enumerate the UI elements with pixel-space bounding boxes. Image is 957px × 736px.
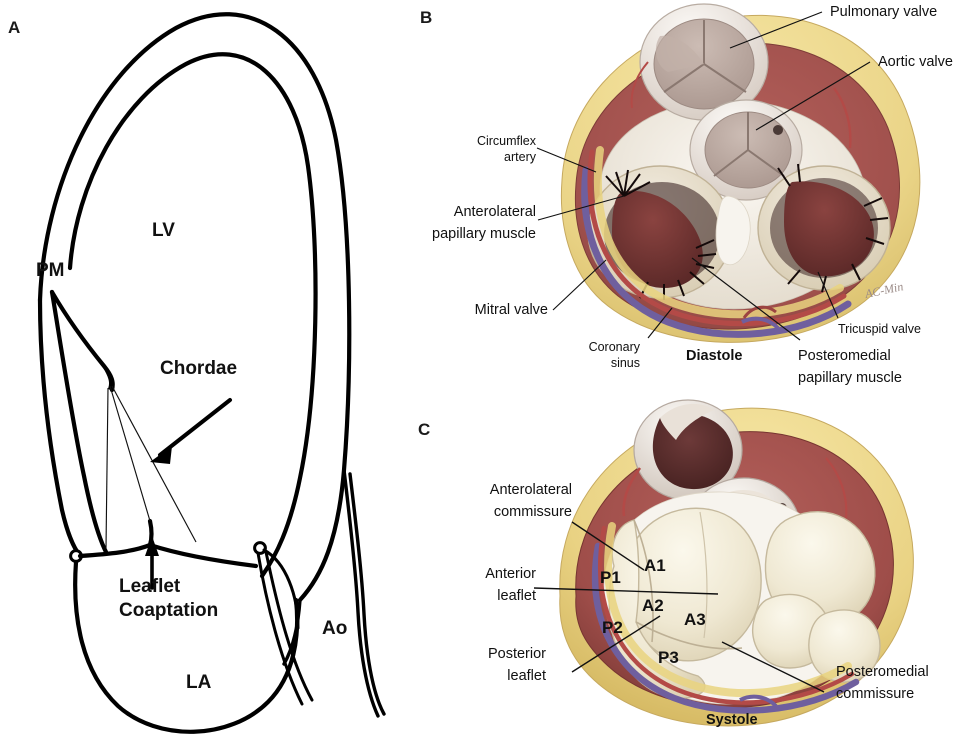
chordae-arrow-head xyxy=(150,446,172,464)
segment-label-p3: P3 xyxy=(658,648,679,667)
label-tricuspid-valve: Tricuspid valve xyxy=(838,322,921,336)
panel-c-leader-lines xyxy=(533,521,825,693)
panel-letter-c: C xyxy=(418,420,431,439)
panel-letter-a: A xyxy=(8,18,21,37)
panel-b-valve-plane-illustration: AC-Min xyxy=(536,3,921,343)
label-pm: PM xyxy=(36,260,65,281)
label-posteromedial-commissure-line1: Posteromedial xyxy=(836,664,929,680)
label-leaflet-coaptation-line1: Leaflet xyxy=(119,576,181,597)
chorda-3 xyxy=(111,385,197,543)
label-la: LA xyxy=(186,672,212,693)
coronary-sinus-vessel xyxy=(581,166,852,338)
pulmonary-artery-stump xyxy=(633,399,743,501)
label-lv: LV xyxy=(152,220,175,241)
circumflex-artery-vessel xyxy=(587,149,847,327)
label-posteromedial-commissure-line2: commissure xyxy=(836,686,915,702)
segment-label-p1: P1 xyxy=(600,568,621,587)
panel-a-line-drawing xyxy=(37,12,386,734)
label-circumflex-artery-line2: artery xyxy=(504,150,536,164)
chordae-arrow-shaft xyxy=(158,398,232,457)
label-posterior-leaflet-line2: leaflet xyxy=(507,668,546,684)
label-anterolateral-commissure-line2: commissure xyxy=(493,504,572,520)
pulmonary-valve-graphic xyxy=(639,3,769,121)
label-anterolateral-papillary-muscle-line1: Anterolateral xyxy=(453,204,536,220)
anterior-leaflet-shape xyxy=(625,507,762,662)
chorda-2 xyxy=(109,385,151,522)
tricuspid-valve-closed xyxy=(752,510,881,683)
label-aortic-valve: Aortic valve xyxy=(878,54,953,70)
label-ao: Ao xyxy=(322,618,348,639)
panel-letter-b: B xyxy=(420,8,433,27)
heart-base-systole xyxy=(559,399,914,727)
label-systole-phase: Systole xyxy=(706,712,758,728)
mitral-valve-closed xyxy=(608,507,762,699)
label-diastole-phase: Diastole xyxy=(686,348,743,364)
label-coronary-sinus-line1: Coronary xyxy=(588,340,640,354)
segment-label-a2: A2 xyxy=(642,596,664,615)
label-circumflex-artery-line1: Circumflex xyxy=(476,134,536,148)
label-chordae: Chordae xyxy=(160,358,238,379)
segment-label-a1: A1 xyxy=(644,556,666,575)
aortic-valve-graphic xyxy=(689,99,803,201)
coronary-sinus-vessel-c xyxy=(591,542,860,714)
label-anterior-leaflet-line2: leaflet xyxy=(497,588,536,604)
chordae-spray-right xyxy=(777,163,889,293)
segment-label-p2: P2 xyxy=(602,618,623,637)
label-mitral-valve: Mitral valve xyxy=(474,302,548,318)
panel-b-leader-lines xyxy=(536,11,871,341)
chordae-spray-left xyxy=(605,169,717,300)
label-coronary-sinus-line2: sinus xyxy=(610,356,640,370)
heart-base-diastole xyxy=(560,3,921,343)
label-anterolateral-papillary-muscle-line2: papillary muscle xyxy=(432,226,536,242)
label-posterior-leaflet-line1: Posterior xyxy=(487,646,546,662)
label-posteromedial-papillary-muscle-line2: papillary muscle xyxy=(798,370,902,386)
label-posteromedial-papillary-muscle-line1: Posteromedial xyxy=(798,348,891,364)
label-pulmonary-valve: Pulmonary valve xyxy=(830,4,938,20)
segment-label-a3: A3 xyxy=(684,610,706,629)
chorda-1 xyxy=(105,387,109,549)
label-anterolateral-commissure-line1: Anterolateral xyxy=(489,482,572,498)
label-leaflet-coaptation-line2: Coaptation xyxy=(119,600,219,621)
coaptation-arrow-head xyxy=(145,536,159,556)
label-anterior-leaflet-line1: Anterior xyxy=(485,566,536,582)
tricuspid-valve-orifice xyxy=(757,163,891,293)
